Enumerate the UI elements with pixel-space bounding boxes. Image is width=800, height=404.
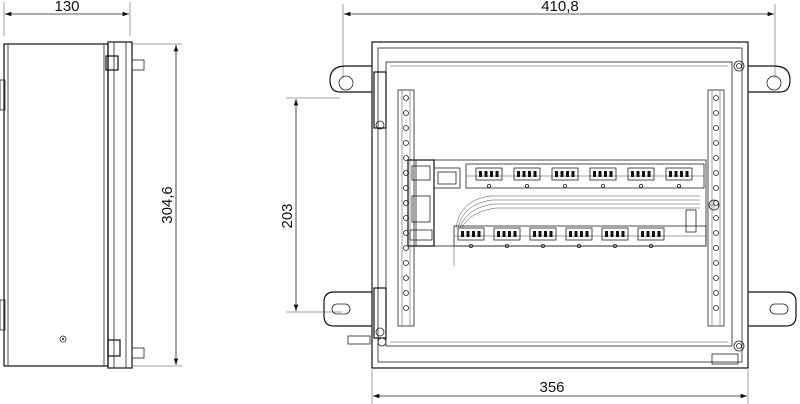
terminal-block bbox=[589, 167, 617, 188]
rail-hole bbox=[713, 290, 719, 296]
rail-hole bbox=[713, 230, 719, 236]
rail-hole bbox=[403, 290, 409, 296]
side-height-label: 304,6 bbox=[159, 186, 176, 224]
rail-hole bbox=[713, 260, 719, 266]
rail-hole bbox=[713, 185, 719, 191]
mounting-height-dimension: 203 bbox=[279, 97, 342, 313]
rail-hole bbox=[403, 305, 409, 311]
rail-hole bbox=[713, 140, 719, 146]
terminal-block bbox=[475, 167, 503, 188]
rail-hole bbox=[403, 155, 409, 161]
rail-hole bbox=[713, 110, 719, 116]
rail-hole bbox=[403, 275, 409, 281]
side-width-label: 130 bbox=[54, 0, 79, 15]
rail-hole bbox=[713, 125, 719, 131]
mounting-brackets bbox=[323, 65, 797, 327]
terminal-block bbox=[665, 167, 693, 188]
side-height-dimension: 304,6 bbox=[132, 43, 182, 367]
rail-hole bbox=[403, 245, 409, 251]
rail-hole bbox=[403, 140, 409, 146]
side-width-dimension: 130 bbox=[3, 0, 131, 36]
terminal-block bbox=[637, 227, 665, 248]
front-overall-width-label: 410,8 bbox=[541, 0, 579, 15]
terminal-block bbox=[601, 227, 629, 248]
mounting-width-label: 356 bbox=[539, 379, 564, 396]
rail-hole bbox=[403, 125, 409, 131]
rail-hole bbox=[713, 215, 719, 221]
front-view: 410,8 bbox=[279, 0, 797, 404]
rail-hole bbox=[713, 170, 719, 176]
rail-hole bbox=[713, 95, 719, 101]
terminal-block bbox=[529, 227, 557, 248]
terminal-block bbox=[627, 167, 655, 188]
terminal-block bbox=[513, 167, 541, 188]
terminal-block bbox=[551, 167, 579, 188]
side-view: 130 304,6 bbox=[0, 0, 182, 369]
rail-hole bbox=[713, 155, 719, 161]
rail-hole bbox=[403, 110, 409, 116]
rail-hole bbox=[713, 305, 719, 311]
mounting-height-label: 203 bbox=[279, 203, 296, 228]
rail-hole bbox=[403, 95, 409, 101]
rail-hole bbox=[713, 245, 719, 251]
rail-hole bbox=[713, 275, 719, 281]
terminal-block bbox=[457, 227, 485, 248]
right-mounting-rail bbox=[707, 89, 725, 327]
terminal-assembly bbox=[407, 159, 720, 266]
front-enclosure-frame bbox=[347, 41, 749, 369]
front-overall-width-dimension: 410,8 bbox=[342, 0, 776, 78]
side-enclosure-body bbox=[0, 41, 145, 369]
terminal-block bbox=[565, 227, 593, 248]
terminal-block bbox=[493, 227, 521, 248]
mounting-width-dimension: 356 bbox=[371, 370, 749, 404]
rail-hole bbox=[403, 260, 409, 266]
